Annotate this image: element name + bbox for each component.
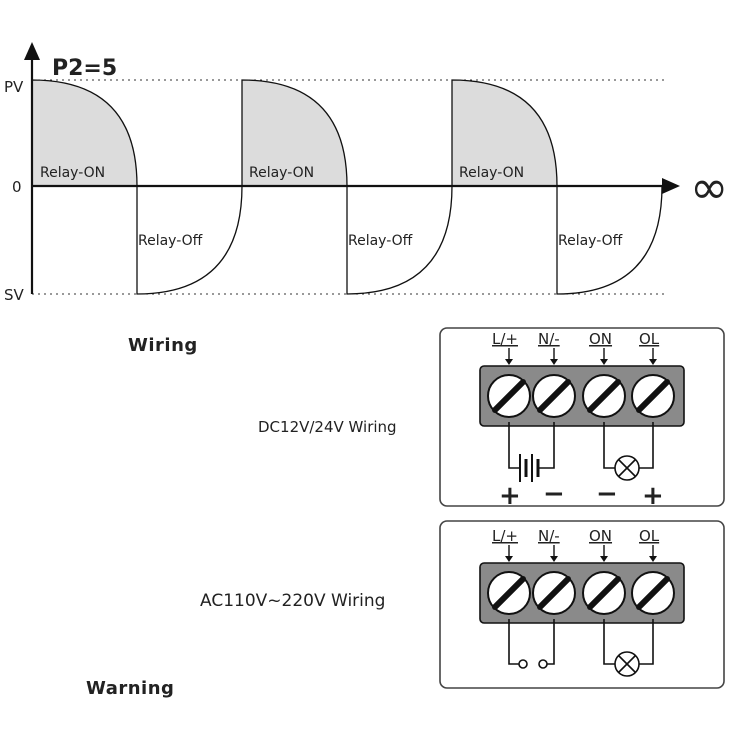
terminal-label-n: N/- — [538, 330, 560, 348]
terminal-label-ol: OL — [639, 330, 660, 348]
relay-off-label-1: Relay-Off — [138, 233, 203, 249]
zero-label: 0 — [12, 178, 22, 196]
screw-slot — [587, 576, 621, 610]
relay-on-label-2: Relay-ON — [249, 165, 314, 181]
relay-on-label-1: Relay-ON — [40, 165, 105, 181]
pv-label: PV — [4, 78, 24, 96]
ac-power-wiring — [508, 619, 555, 669]
terminal-label-on: ON — [589, 527, 612, 545]
parameter-label: P2=5 — [52, 56, 117, 81]
screw-slot — [492, 576, 526, 610]
screw-slot — [537, 379, 571, 413]
screw-slot — [636, 576, 670, 610]
polarity-marker-1: + — [499, 481, 521, 511]
screw-slot — [537, 576, 571, 610]
dc-lamp-wiring — [603, 422, 654, 481]
dc-wiring-caption: DC12V/24V Wiring — [258, 418, 397, 436]
wiring-heading: Wiring — [128, 335, 198, 356]
terminal-arrow-head — [649, 556, 657, 562]
terminal-arrow-head — [550, 556, 558, 562]
relay-off-label-3: Relay-Off — [558, 233, 623, 249]
terminal-label-ol: OL — [639, 527, 660, 545]
polarity-marker-3: − — [596, 479, 618, 509]
screw-slot — [636, 379, 670, 413]
terminal-label-l: L/+ — [492, 330, 518, 348]
ac-wiring-box: L/+ N/- ON OL — [439, 520, 725, 689]
warning-heading: Warning — [86, 678, 174, 699]
y-axis-arrow — [24, 42, 40, 60]
sv-label: SV — [4, 286, 25, 304]
polarity-marker-2: − — [543, 479, 565, 509]
ac-wiring-caption: AC110V~220V Wiring — [200, 591, 385, 611]
terminal-arrow-head — [505, 359, 513, 365]
screw-slot — [492, 379, 526, 413]
terminal-label-n: N/- — [538, 527, 560, 545]
screw-slot — [587, 379, 621, 413]
terminal-label-on: ON — [589, 330, 612, 348]
infinity-symbol: ∞ — [690, 160, 728, 214]
terminal-arrow-head — [505, 556, 513, 562]
terminal-arrow-head — [600, 556, 608, 562]
dc-battery-wiring — [508, 422, 555, 482]
polarity-markers: + − − + — [499, 479, 664, 511]
terminal-arrow-head — [649, 359, 657, 365]
terminal-arrow-head — [550, 359, 558, 365]
polarity-marker-4: + — [642, 481, 664, 511]
terminal-arrow-head — [600, 359, 608, 365]
relay-on-label-3: Relay-ON — [459, 165, 524, 181]
relay-off-label-2: Relay-Off — [348, 233, 413, 249]
ac-lamp-wiring — [603, 619, 654, 677]
terminal-label-l: L/+ — [492, 527, 518, 545]
dc-wiring-box: L/+ N/- ON OL + − − + — [439, 327, 725, 511]
x-axis-arrow — [662, 178, 680, 194]
waveform-chart: P2=5 PV 0 SV ∞ Relay-ON Relay-ON Relay-O… — [4, 42, 728, 304]
